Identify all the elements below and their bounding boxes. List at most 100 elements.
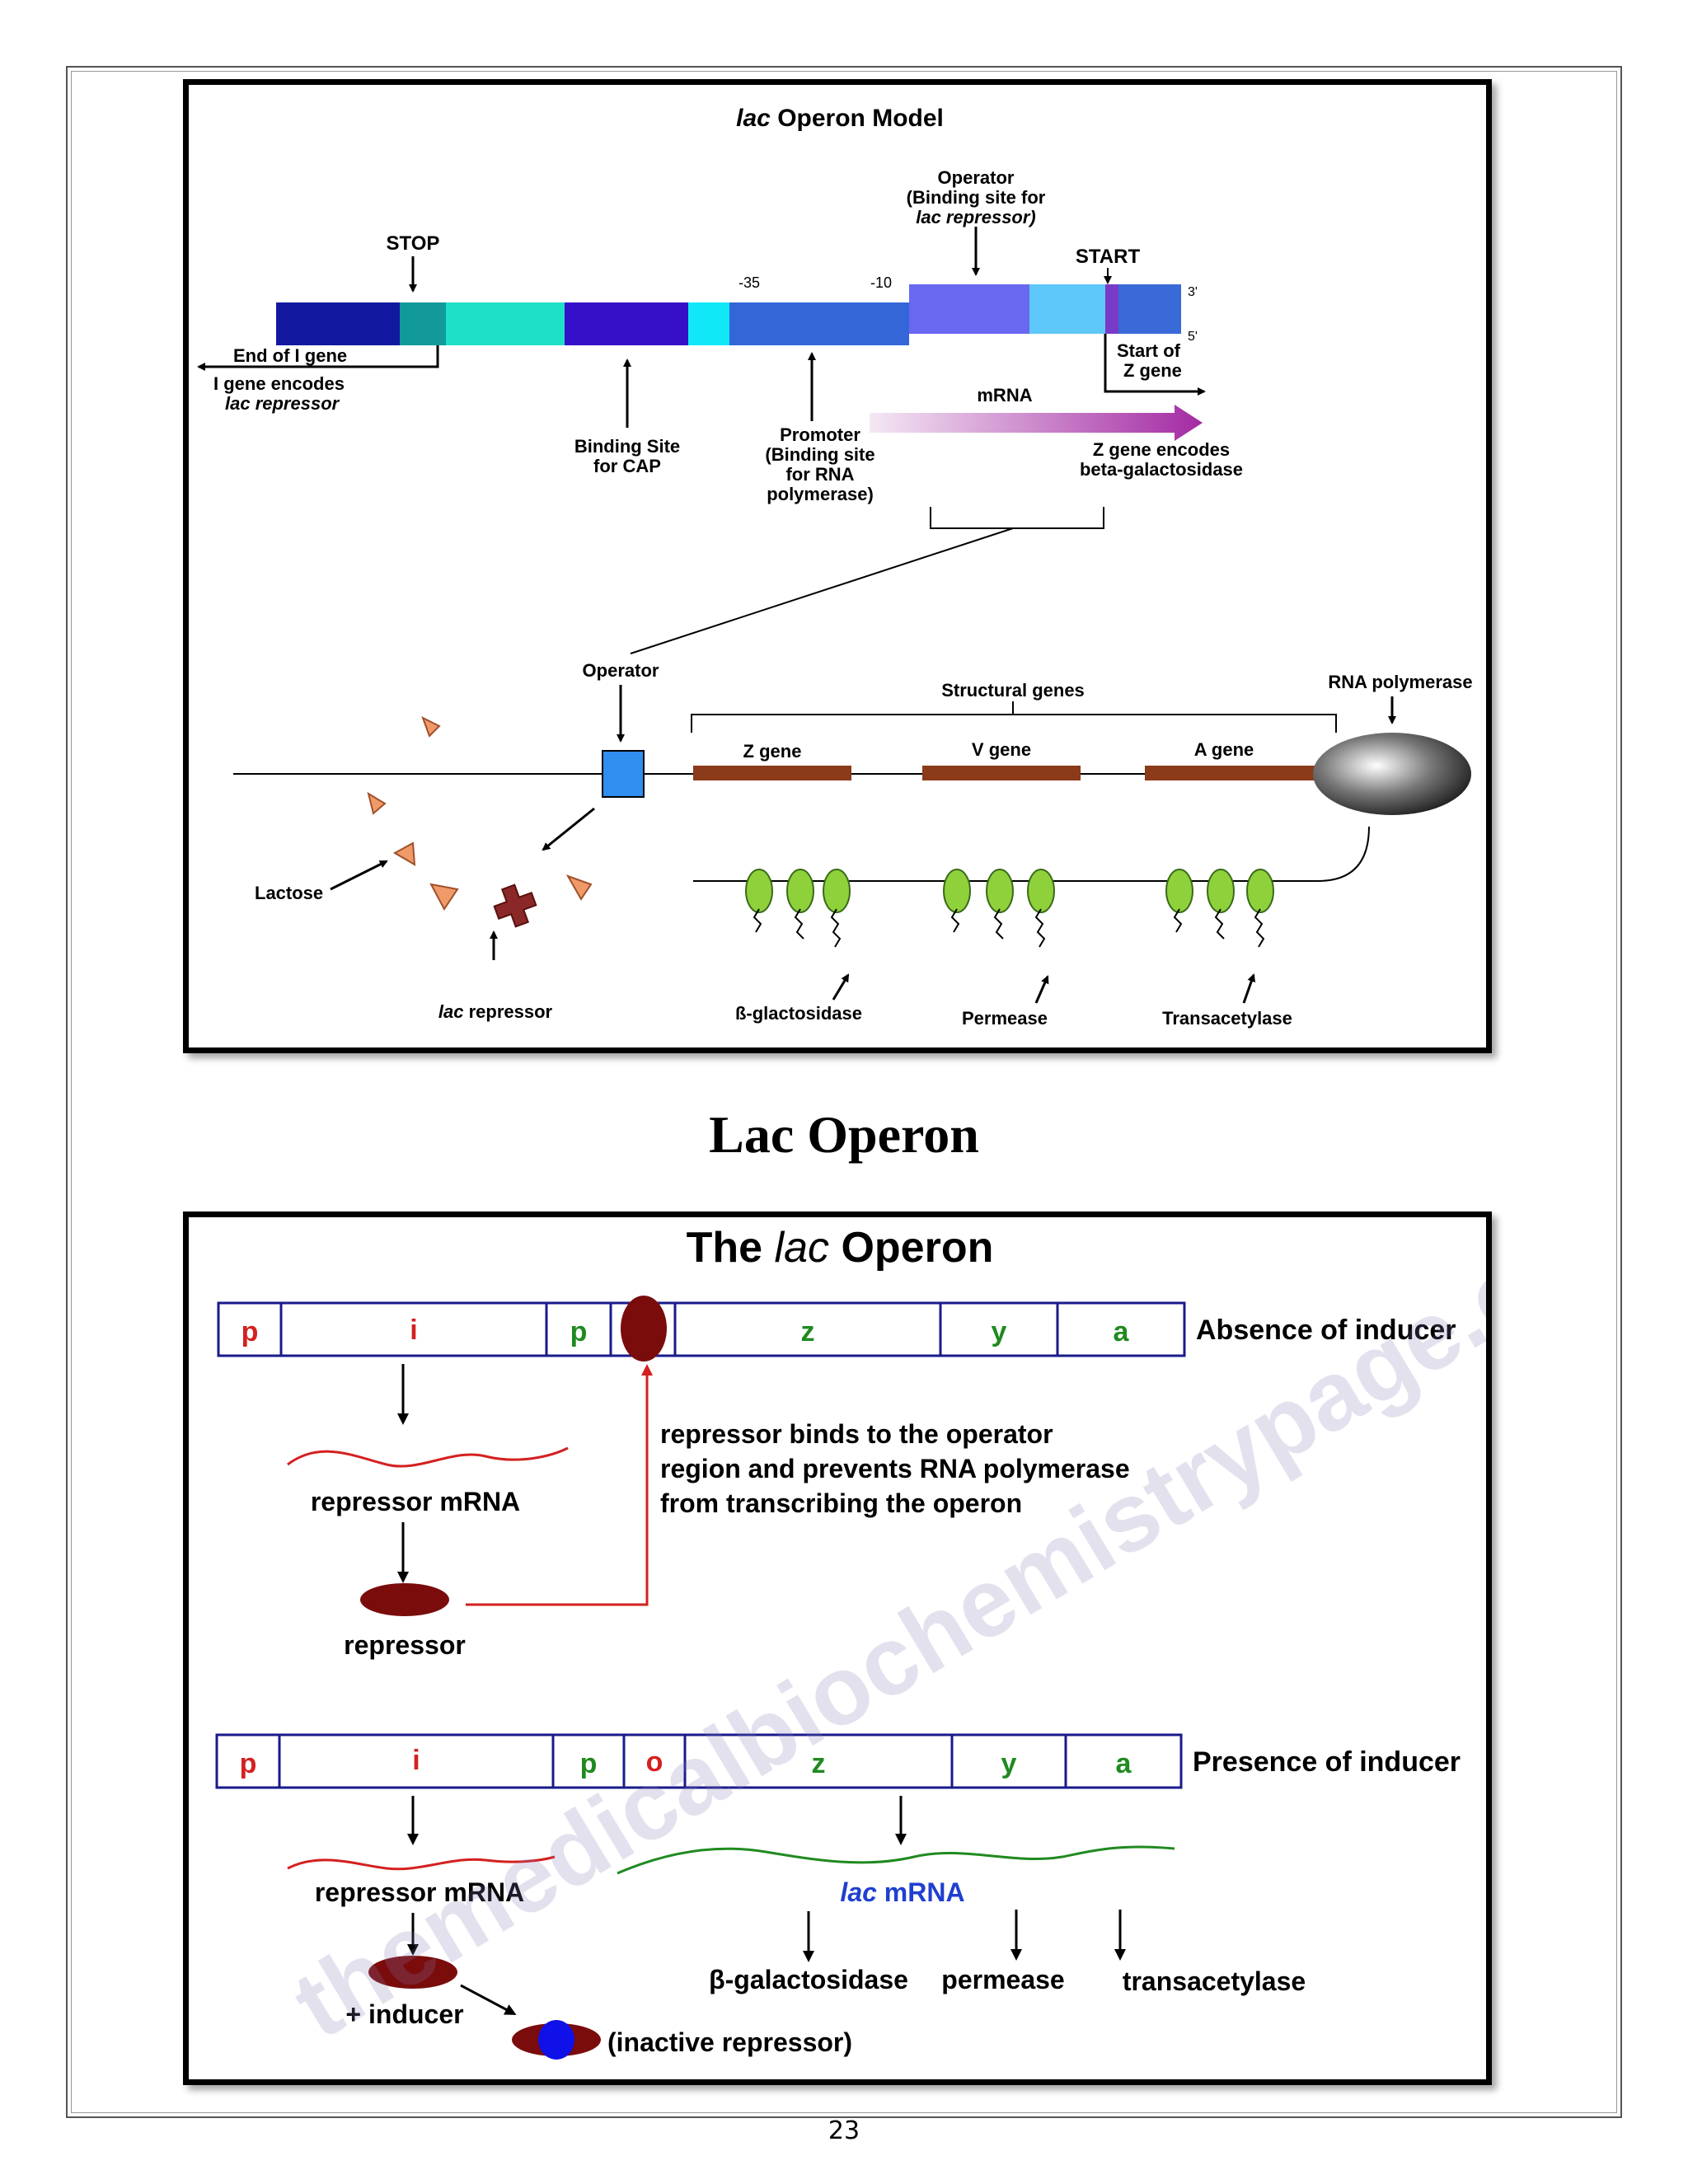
lac-operon-diagram: The lac Operon p i p z y a Absence of in…: [215, 1217, 1486, 2060]
i-gene-encodes-line1: I gene encodes: [213, 373, 345, 394]
row1-a: a: [1114, 1316, 1130, 1347]
lactose-label: Lactose: [255, 883, 323, 903]
structural-genes-bracket: [691, 714, 1337, 733]
repressor-binding-arrow: [466, 1364, 653, 1606]
i-gene-encodes-line2: lac repressor: [225, 393, 340, 414]
presence-label: Presence of inducer: [1193, 1746, 1461, 1778]
b-gal-label: ß-glactosidase: [735, 1003, 862, 1024]
operator-lower-label: Operator: [583, 660, 659, 681]
mrna-arrow: [870, 405, 1203, 441]
repressor-mrna-label: repressor mRNA: [311, 1487, 520, 1516]
transacetylase-label2: transacetylase: [1123, 1966, 1306, 1996]
svg-text:lac repressor): lac repressor): [916, 207, 1036, 227]
lac-repressor-label: lac repressor: [438, 1001, 553, 1022]
promoter-label: Promoter (Binding site for RNA polymeras…: [765, 424, 874, 504]
cap-label-line1: Binding Site: [574, 436, 680, 457]
enzyme-group-transacetylase: [1165, 869, 1274, 913]
lac-operon-panel: The lac Operon p i p z y a Absence of in…: [183, 1212, 1492, 2085]
dna-segment-bar: [276, 284, 1181, 345]
svg-text:Promoter: Promoter: [780, 424, 860, 445]
transacetylase-arrow: [1242, 973, 1256, 1004]
rna-polymerase-label: RNA polymerase: [1328, 672, 1472, 692]
row1-p2: p: [570, 1316, 588, 1347]
repressor-binds-text: repressor binds to the operator region a…: [660, 1419, 1130, 1518]
svg-text:repressor binds to the operato: repressor binds to the operator: [660, 1419, 1053, 1449]
repressor-mrna-wave: [287, 1446, 569, 1468]
polypeptide-tails: [753, 908, 1265, 948]
lac-mrna-wave: [617, 1845, 1175, 1875]
svg-text:polymerase): polymerase): [767, 484, 874, 504]
inducer-arrow: [460, 1984, 517, 2015]
z-encodes-line1: Z gene encodes: [1093, 439, 1230, 460]
svg-text:(Binding site for: (Binding site for: [907, 187, 1046, 208]
minus35-label: -35: [738, 274, 760, 291]
operon-title: The lac Operon: [687, 1224, 994, 1272]
stop-label: STOP: [387, 232, 440, 255]
page-border-inner: [71, 71, 1617, 2113]
five-prime-label: 5': [1188, 330, 1198, 344]
three-prime-label: 3': [1188, 285, 1198, 299]
page-border: [66, 66, 1622, 2118]
plus-inducer-label: + inducer: [345, 1999, 463, 2029]
v-gene-label: V gene: [972, 739, 1031, 760]
lac-repressor-shape: [493, 883, 537, 928]
cap-label-line2: for CAP: [593, 456, 661, 476]
minus10-label: -10: [870, 274, 892, 291]
transacetylase-label: Transacetylase: [1162, 1008, 1292, 1029]
lower-mrna-line: [693, 826, 1370, 882]
enzyme-group-permease: [943, 869, 1055, 913]
repressor-label: repressor: [344, 1630, 466, 1660]
start-of-z-line2: Z gene: [1123, 360, 1182, 381]
lactose-arrow: [330, 860, 388, 891]
a-gene-label: A gene: [1194, 739, 1254, 760]
row2-o: o: [646, 1746, 663, 1778]
z-gene-label: Z gene: [743, 741, 802, 762]
rna-polymerase: [1313, 733, 1471, 815]
permease-label: Permease: [962, 1008, 1048, 1029]
gene-row-presence: [215, 1733, 1183, 1789]
repressor-mrna2-wave: [287, 1855, 556, 1871]
permease-arrow: [1034, 975, 1049, 1004]
row2-p2: p: [580, 1748, 598, 1779]
svg-text:Operator: Operator: [938, 167, 1015, 188]
inducer-molecule: [538, 2020, 574, 2060]
row2-y: y: [1001, 1748, 1017, 1779]
row2-p1: p: [240, 1748, 257, 1779]
end-of-i-gene-label: End of I gene: [233, 345, 347, 366]
svg-text:(Binding site: (Binding site: [765, 444, 874, 465]
repressor-shape: [360, 1583, 449, 1616]
lac-mrna-label: lac mRNA: [840, 1877, 964, 1907]
row2-i: i: [412, 1745, 420, 1776]
z-gene-bar: [693, 766, 851, 780]
bound-repressor: [621, 1296, 667, 1361]
svg-text:for RNA: for RNA: [785, 464, 854, 485]
model-title: lac Operon Model: [736, 105, 944, 132]
repressor2-shape: [368, 1956, 457, 1989]
mrna-label: mRNA: [977, 385, 1032, 405]
zoom-line: [630, 527, 1014, 654]
enzyme-group-b-gal: [745, 869, 851, 913]
z-encodes-line2: beta-galactosidase: [1080, 459, 1243, 480]
row1-y: y: [992, 1316, 1007, 1347]
inactive-repressor-label: (inactive repressor): [607, 2027, 852, 2057]
structural-genes-label: Structural genes: [941, 680, 1085, 701]
row1-z: z: [801, 1316, 815, 1347]
row2-a: a: [1116, 1748, 1132, 1779]
absence-label: Absence of inducer: [1196, 1315, 1456, 1346]
start-of-z-arrow: [1104, 334, 1206, 396]
page-number: 23: [828, 2116, 860, 2145]
svg-text:from transcribing the operon: from transcribing the operon: [660, 1488, 1022, 1518]
permease-label2: permease: [941, 1965, 1064, 1994]
section-title: Lac Operon: [709, 1105, 979, 1164]
beta-gal-label: β-galactosidase: [709, 1965, 908, 1994]
repressor-mrna2-label: repressor mRNA: [315, 1877, 524, 1907]
svg-text:region and prevents RNA polyme: region and prevents RNA polymerase: [660, 1454, 1130, 1483]
lac-operon-model-panel: lac Operon Model Operator (Binding site …: [183, 79, 1492, 1053]
end-of-i-gene-arrow: [197, 345, 439, 371]
start-of-z-line1: Start of: [1117, 340, 1181, 361]
start-label: START: [1076, 246, 1141, 268]
operator-label-top: Operator (Binding site for lac repressor…: [907, 167, 1046, 227]
zoom-bracket: [930, 507, 1104, 529]
operator-box: [602, 750, 645, 798]
row1-i: i: [410, 1315, 417, 1346]
